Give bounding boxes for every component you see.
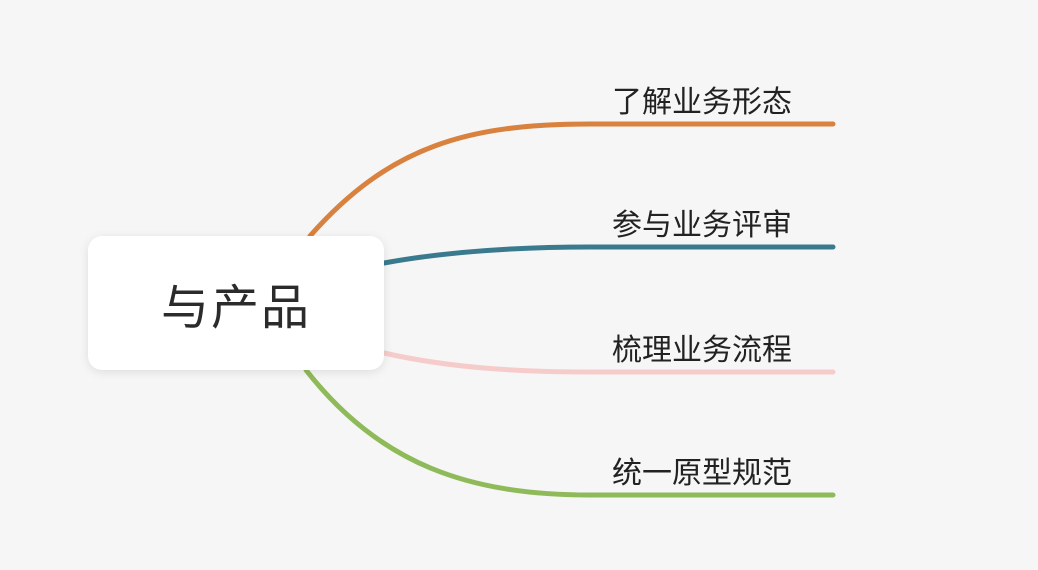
branch-connector-1: [307, 121, 836, 239]
branch-node-2[interactable]: 参与业务评审: [612, 208, 792, 243]
branch-connector-2: [381, 244, 836, 266]
branch-connector-3: [381, 350, 836, 375]
branch-node-4[interactable]: 统一原型规范: [612, 456, 792, 491]
root-node[interactable]: 与产品: [88, 236, 384, 370]
root-node-label: 与产品: [160, 280, 311, 336]
branch-node-1[interactable]: 了解业务形态: [612, 85, 792, 120]
branch-connector-4: [303, 367, 836, 498]
branch-node-3[interactable]: 梳理业务流程: [612, 333, 792, 368]
